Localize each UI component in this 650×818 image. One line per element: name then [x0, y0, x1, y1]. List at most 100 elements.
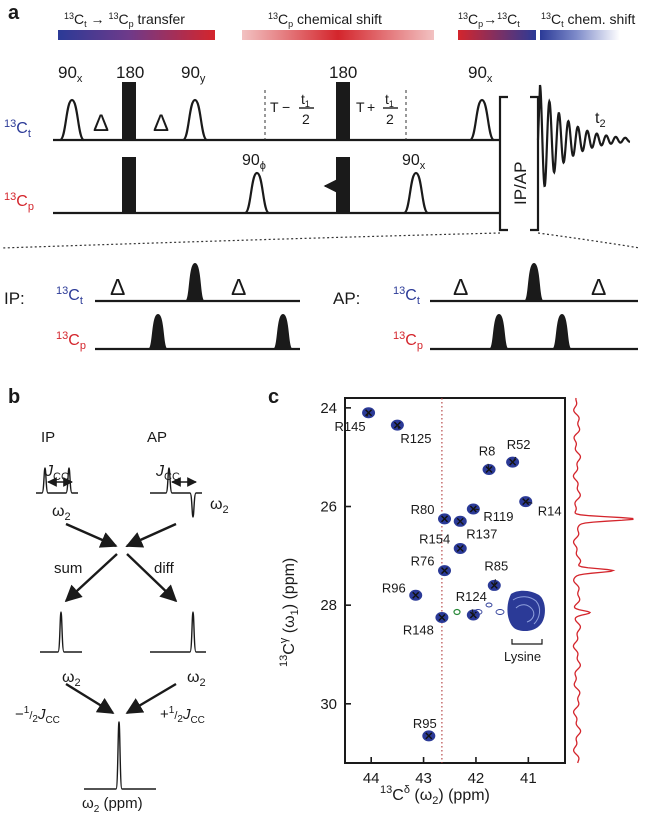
- ip-delay-2: Δ: [231, 274, 246, 300]
- svg-text:2: 2: [302, 111, 310, 127]
- peak-cross-marker: [456, 544, 464, 552]
- peak-label: R124: [456, 589, 487, 604]
- peak-leader-line: [493, 579, 496, 586]
- peak-r96: R96: [382, 580, 423, 601]
- svg-text:t1: t1: [385, 91, 394, 109]
- ip-cp-pulse-2: [273, 314, 293, 349]
- t-minus-t1-half: T − t1 2: [270, 91, 314, 127]
- cp-channel-label: 13Cp: [4, 191, 34, 213]
- peak-label: R95: [413, 716, 437, 731]
- green-contour-peak: [453, 608, 461, 616]
- pulse-label-5: 90x: [468, 63, 493, 85]
- x-tick-label: 42: [468, 770, 485, 787]
- t2-label: t2: [595, 110, 606, 130]
- decoupled-spectrum: [84, 721, 156, 790]
- ip-doublet-spectrum: [36, 467, 78, 494]
- peak-r80: R80: [411, 502, 452, 525]
- panel-b-label: b: [8, 386, 20, 408]
- y-tick-label: 28: [320, 597, 337, 614]
- ip-ct-label: 13Ct: [56, 285, 83, 307]
- arrow-ap-to-center: [125, 522, 177, 548]
- peak-label: R96: [382, 580, 406, 595]
- peak-cross-marker: [441, 515, 449, 523]
- ap-label: AP:: [333, 289, 360, 308]
- arrow-ip-to-center: [65, 522, 118, 548]
- peak-label: R125: [400, 431, 431, 446]
- sum-label: sum: [54, 560, 82, 577]
- delay-2: Δ: [153, 110, 169, 137]
- chem-shift-label: 13Ct chem. shift: [541, 11, 635, 29]
- peak-cross-marker: [393, 421, 401, 429]
- peak-label: R76: [411, 554, 435, 569]
- plus-half-jcc-label: +1/2JCC: [160, 705, 205, 726]
- peak-label: R80: [411, 502, 435, 517]
- cp-pulse-block-1: [122, 157, 136, 213]
- peak-leader-line: [366, 412, 370, 417]
- zoom-line-right: [537, 232, 641, 249]
- peak-leader-line: [459, 520, 464, 526]
- peak-label: R145: [334, 419, 365, 434]
- ap-ct-label: 13Ct: [393, 285, 420, 307]
- peak-r95: R95: [413, 716, 437, 742]
- peak-cross-marker: [469, 505, 477, 513]
- ct-pulse-180-2: [336, 82, 350, 140]
- pulse-label-7: 90x: [402, 152, 426, 172]
- chemical-shift-label: 13Cp chemical shift: [268, 11, 382, 29]
- peak-leader-line: [525, 501, 533, 504]
- svg-text:T: T: [270, 99, 279, 115]
- sum-spectrum: [40, 611, 82, 653]
- y-tick-label: 30: [320, 696, 337, 713]
- panel-a: a 13Ct → 13Cp transfer 13Cp chemical shi…: [1, 2, 641, 352]
- arrow-to-sum: [64, 553, 118, 603]
- peak-cross-marker: [412, 591, 420, 599]
- ap-delay-1: Δ: [453, 274, 468, 300]
- peak-label: R119: [483, 509, 513, 524]
- sum-omega-label: ω2: [62, 669, 81, 689]
- peak-r76: R76: [411, 554, 452, 577]
- arrow-to-diff: [126, 553, 178, 603]
- peak-label: R52: [507, 437, 531, 452]
- svg-text:t1: t1: [301, 91, 310, 109]
- y-axis-title: 13Cγ (ω1) (ppm): [278, 558, 301, 667]
- peak-r148: R148: [403, 611, 449, 637]
- ap-cp-label: 13Cp: [393, 330, 423, 352]
- ip-label: IP:: [4, 289, 25, 308]
- fid-signal: [536, 84, 631, 188]
- lysine-bracket: [511, 639, 543, 645]
- minus-half-jcc-label: −1/2JCC: [15, 705, 60, 726]
- peak-leader-line: [396, 424, 400, 430]
- panel-a-label: a: [8, 2, 20, 24]
- ip-cp-pulse-1: [148, 314, 168, 349]
- diff-label: diff: [154, 560, 175, 577]
- lysine-peak-cluster: [473, 590, 545, 632]
- ct-pulse-90x-1: [58, 98, 86, 142]
- x-axis-title: 13Cδ (ω2) (ppm): [380, 784, 490, 807]
- zoom-line-left: [1, 232, 501, 249]
- ip-column-label: IP: [41, 429, 55, 446]
- projection-trace: [572, 397, 634, 764]
- diff-omega-label: ω2: [187, 669, 206, 689]
- ap-doublet-spectrum: [150, 467, 202, 518]
- ap-column-label: AP: [147, 429, 167, 446]
- pulse-label-2: 180: [116, 63, 144, 82]
- peak-label: R137: [466, 526, 497, 541]
- peak-label: R8: [479, 444, 496, 459]
- peak-cross-marker: [509, 458, 517, 466]
- peak-r8: R8: [479, 444, 496, 476]
- peak-label: R154: [419, 531, 450, 546]
- back-transfer-label: 13Cp→13Ct: [458, 11, 520, 29]
- peak-r85: R85: [484, 558, 508, 591]
- peak-cross-marker: [425, 732, 433, 740]
- svg-text:2: 2: [386, 111, 394, 127]
- peak-r14: R14: [519, 496, 562, 519]
- spectrum-plot-frame: [344, 397, 566, 764]
- ct-pulse-180-1: [122, 82, 136, 140]
- ipap-label: IP/AP: [511, 162, 530, 205]
- ap-cp-pulse-2: [552, 314, 572, 349]
- arrow-diff-shift: [125, 682, 177, 715]
- final-omega-label: ω2 (ppm): [82, 795, 143, 815]
- peak-leader-line: [471, 609, 474, 616]
